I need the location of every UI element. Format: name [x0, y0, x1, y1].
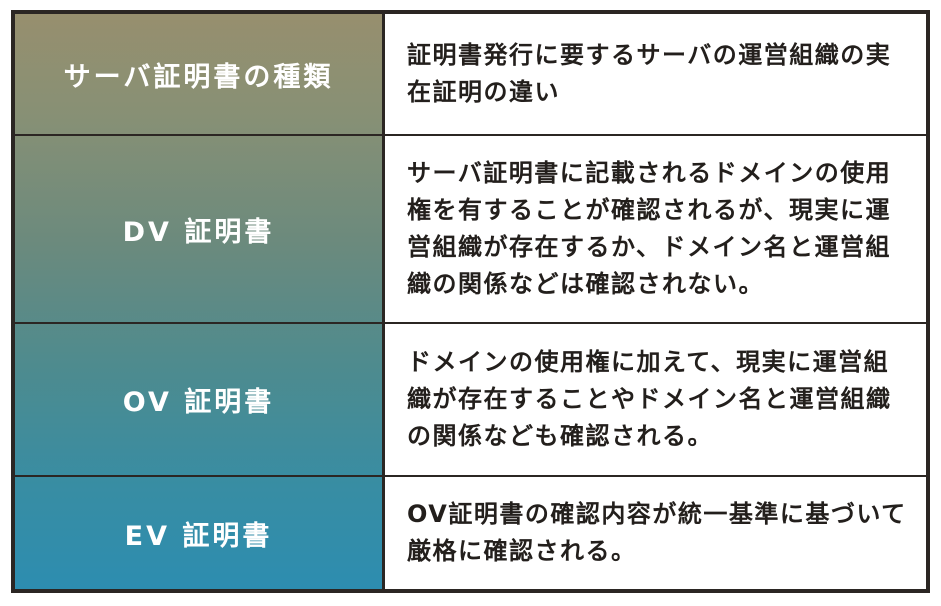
column-divider	[382, 14, 385, 589]
ov-label-cell: OV 証明書	[15, 324, 382, 475]
row-divider	[15, 134, 926, 136]
ev-label: EV 証明書	[124, 520, 273, 552]
dv-label-cell: DV 証明書	[15, 136, 382, 322]
ov-description: ドメインの使用権に加えて、現実に運営組織が存在することやドメイン名と運営組織の関…	[407, 348, 892, 450]
dv-description-cell: サーバ証明書に記載されるドメインの使用権を有することが確認されるが、現実に運営組…	[385, 136, 926, 322]
row-divider	[15, 322, 926, 324]
ev-description: OV証明書の確認内容が統一基準に基づいて厳格に確認される。	[407, 500, 907, 565]
row-divider	[15, 475, 926, 477]
ov-description-cell: ドメインの使用権に加えて、現実に運営組織が存在することやドメイン名と運営組織の関…	[385, 324, 926, 475]
header-description-cell: 証明書発行に要するサーバの運営組織の実在証明の違い	[385, 14, 926, 134]
certificate-comparison-table: サーバ証明書の種類 証明書発行に要するサーバの運営組織の実在証明の違い DV 証…	[11, 10, 930, 593]
header-label: サーバ証明書の種類	[63, 61, 334, 93]
ov-label: OV 証明書	[122, 387, 275, 418]
ev-description-cell: OV証明書の確認内容が統一基準に基づいて厳格に確認される。	[385, 477, 926, 589]
header-description: 証明書発行に要するサーバの運営組織の実在証明の違い	[407, 41, 892, 106]
header-label-cell: サーバ証明書の種類	[15, 14, 382, 134]
dv-label: DV 証明書	[122, 216, 275, 248]
dv-description: サーバ証明書に記載されるドメインの使用権を有することが確認されるが、現実に運営組…	[407, 159, 892, 298]
ev-label-cell: EV 証明書	[15, 477, 382, 589]
label-column	[15, 14, 382, 589]
